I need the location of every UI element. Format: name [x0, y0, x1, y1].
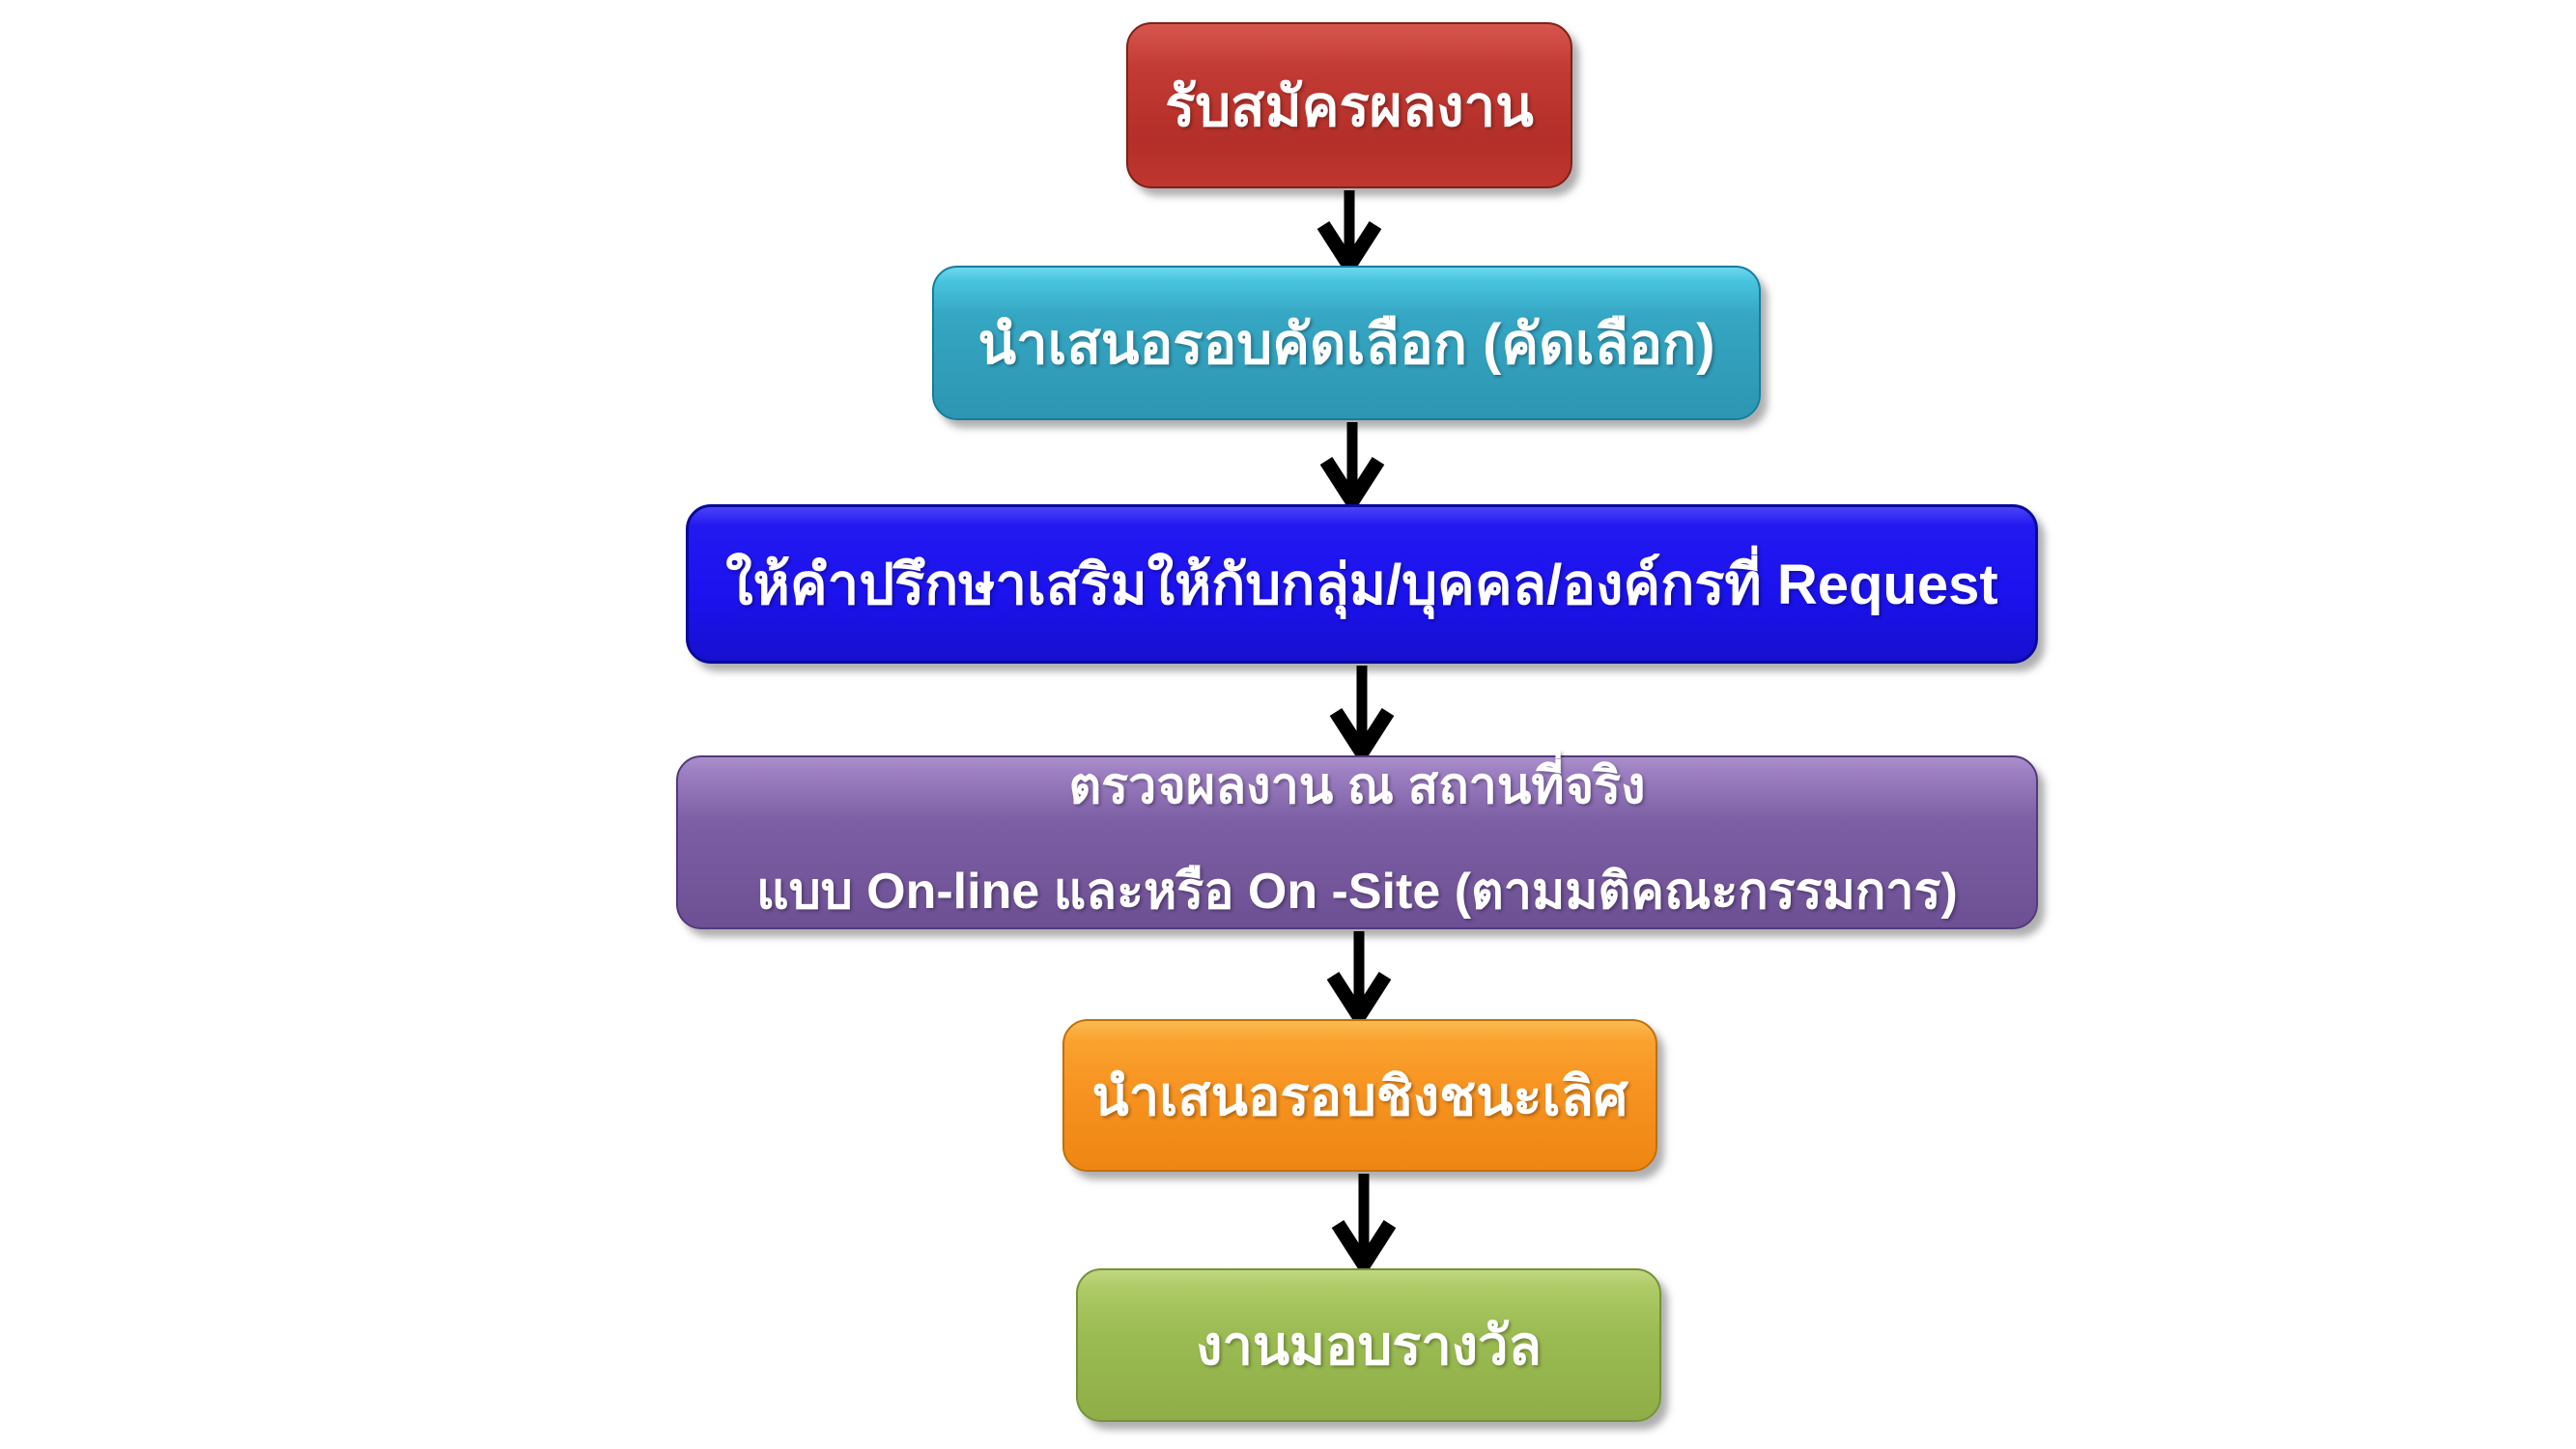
flow-node-site-visit-line2: แบบ On-line และหรือ On -Site (ตามมติคณะก… — [756, 863, 1958, 920]
flow-node-apply-label: รับสมัครผลงาน — [1165, 74, 1534, 138]
flow-node-screening: นำเสนอรอบคัดเลือก (คัดเลือก) — [932, 266, 1761, 420]
flow-node-award: งานมอบรางวัล — [1076, 1268, 1661, 1422]
arrow-down-icon — [1326, 931, 1392, 1022]
arrow-down-icon — [1331, 1174, 1397, 1270]
flow-node-consult: ให้คำปรึกษาเสริมให้กับกลุ่ม/บุคคล/องค์กร… — [686, 504, 2038, 664]
flow-node-screening-label: นำเสนอรอบคัดเลือก (คัดเลือก) — [977, 312, 1715, 376]
flow-node-site-visit: ตรวจผลงาน ณ สถานที่จริง แบบ On-line และห… — [676, 755, 2038, 929]
flow-node-apply: รับสมัครผลงาน — [1126, 22, 1572, 188]
arrow-down-icon — [1316, 190, 1382, 271]
arrow-down-icon — [1319, 422, 1385, 507]
flow-node-award-label: งานมอบรางวัล — [1196, 1315, 1542, 1376]
flow-node-final-round-label: นำเสนอรอบชิงชนะเลิศ — [1091, 1065, 1628, 1126]
flow-node-final-round: นำเสนอรอบชิงชนะเลิศ — [1062, 1019, 1657, 1172]
arrow-down-icon — [1329, 666, 1395, 758]
flow-node-consult-label: ให้คำปรึกษาเสริมให้กับกลุ่ม/บุคคล/องค์กร… — [725, 554, 1998, 616]
flow-node-site-visit-line1: ตรวจผลงาน ณ สถานที่จริง — [1068, 758, 1646, 814]
